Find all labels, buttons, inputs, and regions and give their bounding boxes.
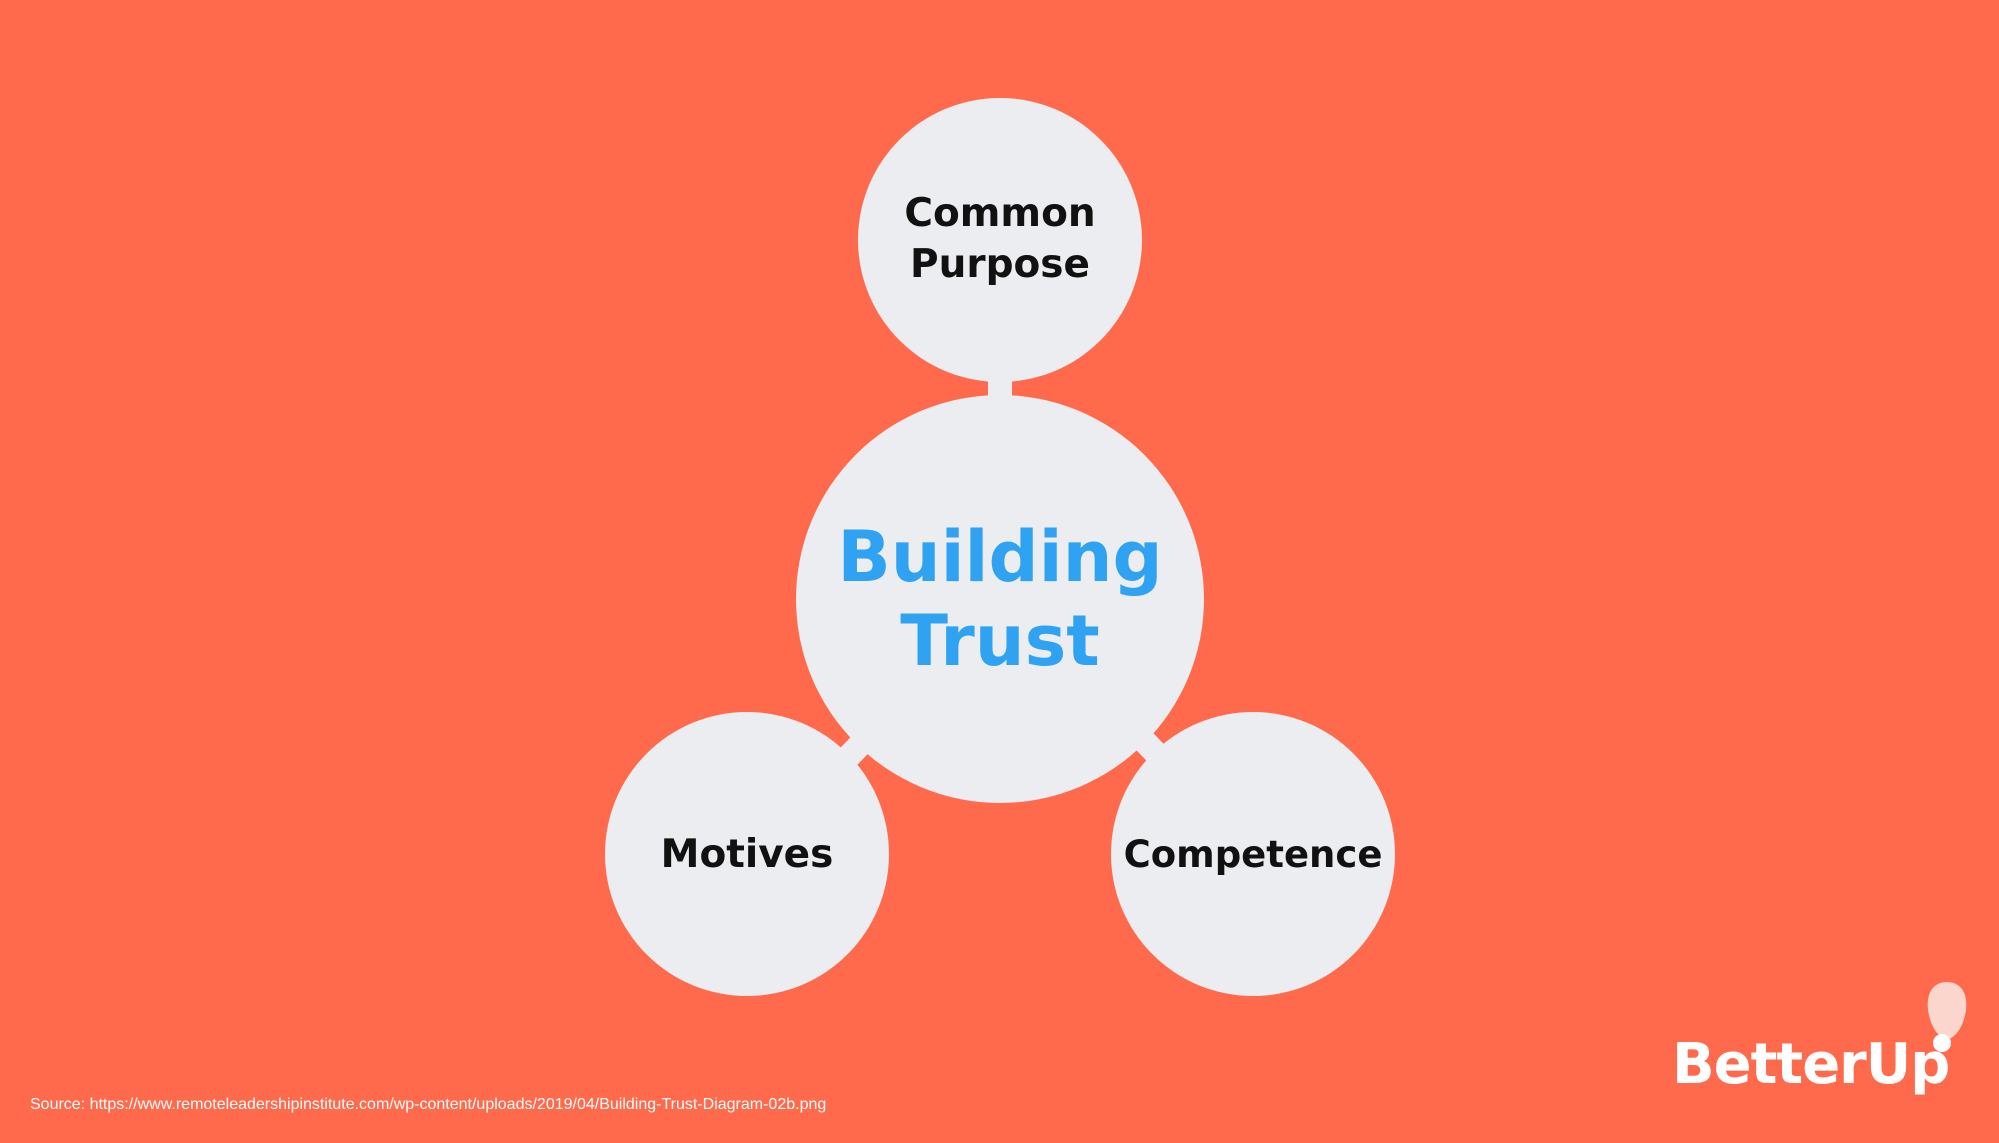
node-common-purpose: Common Purpose [858, 98, 1142, 382]
betterup-logo-icon [1927, 982, 1967, 1052]
center-title: Building Trust [837, 516, 1163, 682]
brand-wordmark: BetterUp [1672, 1032, 1950, 1097]
node-common-purpose-label: Common Purpose [904, 191, 1096, 287]
brand-logo: BetterUp [1672, 980, 1972, 1100]
node-competence: Competence [1111, 712, 1395, 996]
node-building-trust: Building Trust [796, 395, 1204, 803]
source-caption: Source: https://www.remoteleadershipinst… [30, 1096, 827, 1113]
node-competence-label: Competence [1123, 832, 1383, 876]
node-motives-label: Motives [660, 831, 834, 877]
node-motives: Motives [605, 712, 889, 996]
